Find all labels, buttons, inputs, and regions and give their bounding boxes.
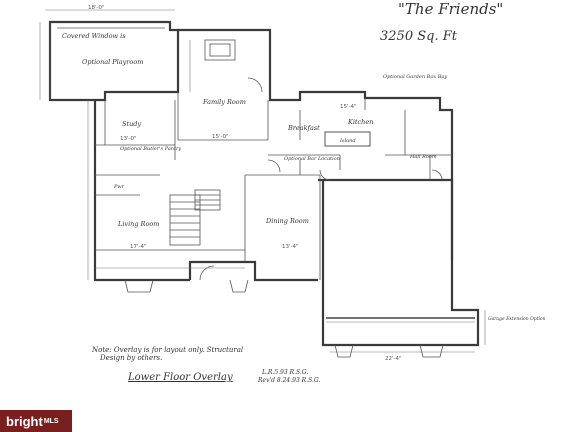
- revision-line-1: L.R.5.93 R.S.G.: [261, 369, 308, 376]
- square-footage: 3250 Sq. Ft: [380, 29, 458, 44]
- room-labels: Covered Window is Optional Playroom Fami…: [62, 32, 546, 322]
- label-optional-bar: Optional Bar Location: [284, 156, 340, 162]
- dimension-labels: 18'-0" 13'-0" 17'-4" 13'-4" 15'-0" 15'-4…: [88, 5, 402, 362]
- dim-study: 13'-0": [120, 136, 137, 142]
- label-hall-room: Hall Room: [409, 154, 437, 160]
- label-playroom: Optional Playroom: [82, 58, 143, 66]
- note-line-2: Design by others.: [99, 354, 162, 362]
- dim-garage: 22'-4": [385, 356, 402, 362]
- label-dining-room: Dining Room: [265, 217, 309, 225]
- watermark-sup: MLS: [43, 417, 59, 425]
- dim-living: 17'-4": [130, 244, 147, 250]
- label-butler-pantry: Optional Butler's Pantry: [120, 146, 181, 152]
- label-covered-window: Covered Window is: [62, 32, 126, 40]
- dim-playroom-width: 18'-0": [88, 5, 105, 11]
- label-pwr: Pwr: [113, 184, 125, 190]
- door-swings: [199, 77, 443, 281]
- label-garden-box: Optional Garden Box Bay: [383, 74, 447, 80]
- label-study: Study: [122, 120, 141, 128]
- kitchen-island: [324, 131, 371, 147]
- fireplace: [204, 39, 236, 61]
- label-living-room: Living Room: [117, 220, 159, 228]
- stairs: [169, 189, 221, 246]
- plan-title: "The Friends": [398, 0, 503, 18]
- dim-dining: 13'-4": [282, 244, 299, 250]
- label-garage-option: Garage Extension Option: [488, 316, 546, 322]
- interior-walls: [49, 22, 452, 280]
- label-kitchen: Kitchen: [347, 118, 373, 126]
- dim-kitchen: 15'-4": [340, 104, 357, 110]
- label-breakfast: Breakfast: [287, 124, 320, 132]
- bay-windows: [124, 279, 444, 358]
- dimension-lines: [39, 9, 486, 353]
- sheet-title: Lower Floor Overlay: [127, 372, 233, 383]
- note-line-1: Note: Overlay is for layout only. Struct…: [91, 346, 243, 354]
- watermark-text: bright: [6, 413, 43, 429]
- label-family-room: Family Room: [202, 98, 246, 106]
- dim-family: 15'-0": [212, 134, 229, 140]
- label-island: Island: [339, 138, 356, 144]
- revision-line-2: Rev'd 8.24.93 R.S.G.: [257, 377, 320, 384]
